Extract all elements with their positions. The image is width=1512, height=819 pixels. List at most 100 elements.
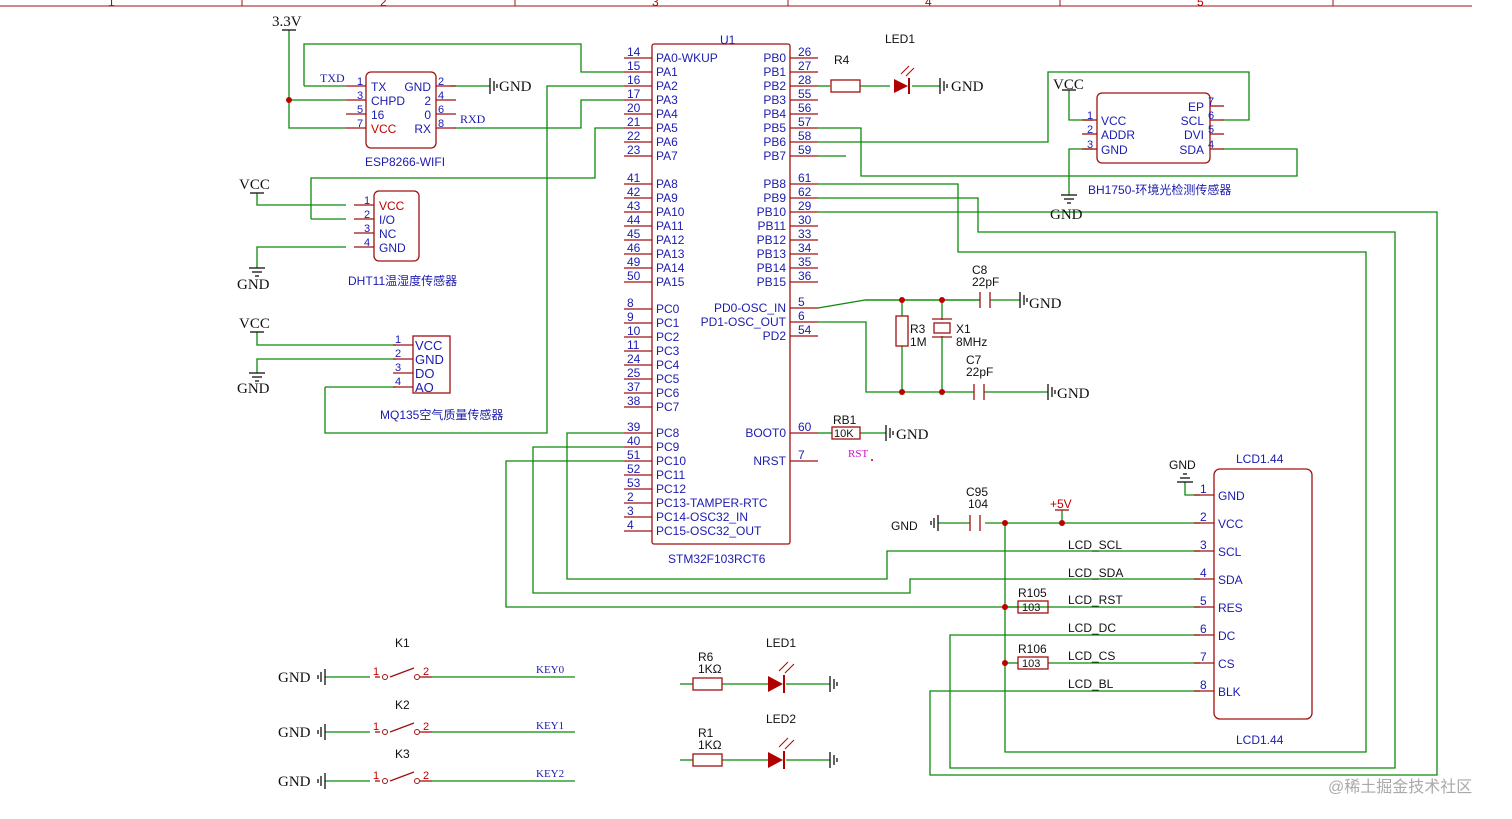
lcd-net-dc: LCD_DC [1068,621,1116,635]
mcu-pin-num: 42 [627,185,641,199]
mcu-pin-name: PD0-OSC_IN [714,301,786,315]
mcu-pin-name: PA6 [656,135,678,149]
gnd-label-bh: GND [1050,207,1083,223]
mcu-pin-name: PC15-OSC32_OUT [656,524,762,538]
mcu-pin-num: 39 [627,420,641,434]
mq-pin-name: GND [415,352,444,367]
rb1-value: 10K [834,428,854,440]
c8-value: 22pF [972,275,999,289]
mcu-pin-name: PA14 [656,261,685,275]
mcu-pin-num: 41 [627,171,641,185]
esp-pin-name: VCC [371,122,397,136]
mq-pin-name: DO [415,366,435,381]
mcu-pin-num: 57 [798,115,812,129]
dht-body [373,190,420,262]
mcu-pin-num: 52 [627,462,641,476]
mcu-pin-name: PC1 [656,316,680,330]
mcu-pin-name: PB15 [757,275,787,289]
esp-pin-num: 6 [438,104,444,116]
mcu-pin-name: PA13 [656,247,685,261]
mcu-pin-num: 3 [627,504,634,518]
mcu-pin-num: 62 [798,185,812,199]
r6-label: R6 [698,650,714,664]
mcu-pin-num: 27 [798,59,812,73]
mcu-pin-name: PD1-OSC_OUT [701,315,787,329]
mcu-pin-num: 25 [627,366,641,380]
bh-pin-name: SCL [1181,114,1205,128]
mcu-pin-num: 44 [627,213,641,227]
mq-pin-name: VCC [415,338,442,353]
key0-net: KEY0 [536,664,565,676]
lcd-pin-name: BLK [1218,685,1241,699]
mcu-pin-name: PA11 [656,219,684,233]
mcu-pin-name: PB3 [763,93,786,107]
esp-pin-num: 3 [357,90,363,102]
gnd-label-lcd: GND [1169,458,1196,472]
mcu-pin-name: PA15 [656,275,685,289]
lcd-pin-name: SCL [1218,545,1242,559]
bh-name: BH1750-环境光检测传感器 [1088,182,1231,197]
c95-value: 104 [968,497,988,511]
lcd-body [1213,468,1313,720]
led-a-label: LED1 [766,636,796,650]
mcu-pin-num: 15 [627,59,641,73]
mcu-pin-num: 58 [798,129,812,143]
mcu-pin-name: PC6 [656,386,680,400]
frame-col-4: 4 [925,0,932,9]
mcu-name: STM32F103RCT6 [668,552,766,566]
mcu-pin-num: 10 [627,324,641,338]
gnd-label-k3: GND [278,774,311,790]
mcu-pin-num: 35 [798,255,812,269]
lcd-pin-num: 8 [1200,678,1207,692]
lcd-pin-name: GND [1218,489,1245,503]
mcu-pin-num: 43 [627,199,641,213]
mcu-pin-num: 60 [798,420,812,434]
mcu-pin-num: 6 [798,309,805,323]
k3-pin1: 1 [373,770,379,782]
bh-pin-name: ADDR [1101,128,1135,142]
lcd-net-rst: LCD_RST [1068,593,1123,607]
lcd-pin-name: VCC [1218,517,1244,531]
mcu-pin-name: PC14-OSC32_IN [656,510,748,524]
esp-pin-name: TX [371,80,386,94]
mcu-pin-name: PC7 [656,400,680,414]
rst-net: RST [848,448,868,460]
mcu-pin-num: 7 [798,448,805,462]
dht-pin-num: 4 [364,237,370,249]
lcd-pin-name: SDA [1218,573,1243,587]
mcu-pin-name: PB13 [757,247,787,261]
dht-pin-num: 2 [364,209,370,221]
bh-pin-num: 7 [1208,96,1214,108]
gnd-label-c8: GND [1029,296,1062,312]
mcu-pin-num: 26 [798,45,812,59]
mcu-pin-num: 50 [627,269,641,283]
r105-label: R105 [1018,586,1047,600]
mcu-pin-num: 30 [798,213,812,227]
led-symbols [768,65,915,769]
mcu-pin-name: PA12 [656,233,685,247]
esp-pin-name: 2 [424,94,431,108]
mcu-pin-name: PA4 [656,107,678,121]
mcu-pin-name: PA3 [656,93,678,107]
mcu-pin-name: NRST [753,454,786,468]
c7-label: C7 [966,353,982,367]
mcu-pin-name: PA9 [656,191,678,205]
mcu-pin-num: 2 [627,490,634,504]
esp-pin-num: 2 [438,76,444,88]
vcc-label-dht: VCC [239,177,270,193]
gnd-label-c95: GND [891,519,918,533]
mcu-pin-num: 34 [798,241,812,255]
mcu-pin-name: PC12 [656,482,686,496]
dht-pin-name: NC [379,227,397,241]
mcu-pin-num: 53 [627,476,641,490]
esp-name: ESP8266-WIFI [365,155,445,169]
r106-value: 103 [1022,658,1040,670]
mcu-pin-name: PB0 [763,51,786,65]
gnd-label-k2: GND [278,725,311,741]
k1-pin2: 2 [423,666,429,678]
r6-value: 1KΩ [698,662,722,676]
mcu-pin-num: 51 [627,448,641,462]
esp-pin-num: 8 [438,118,444,130]
mcu-pin-name: PA8 [656,177,678,191]
